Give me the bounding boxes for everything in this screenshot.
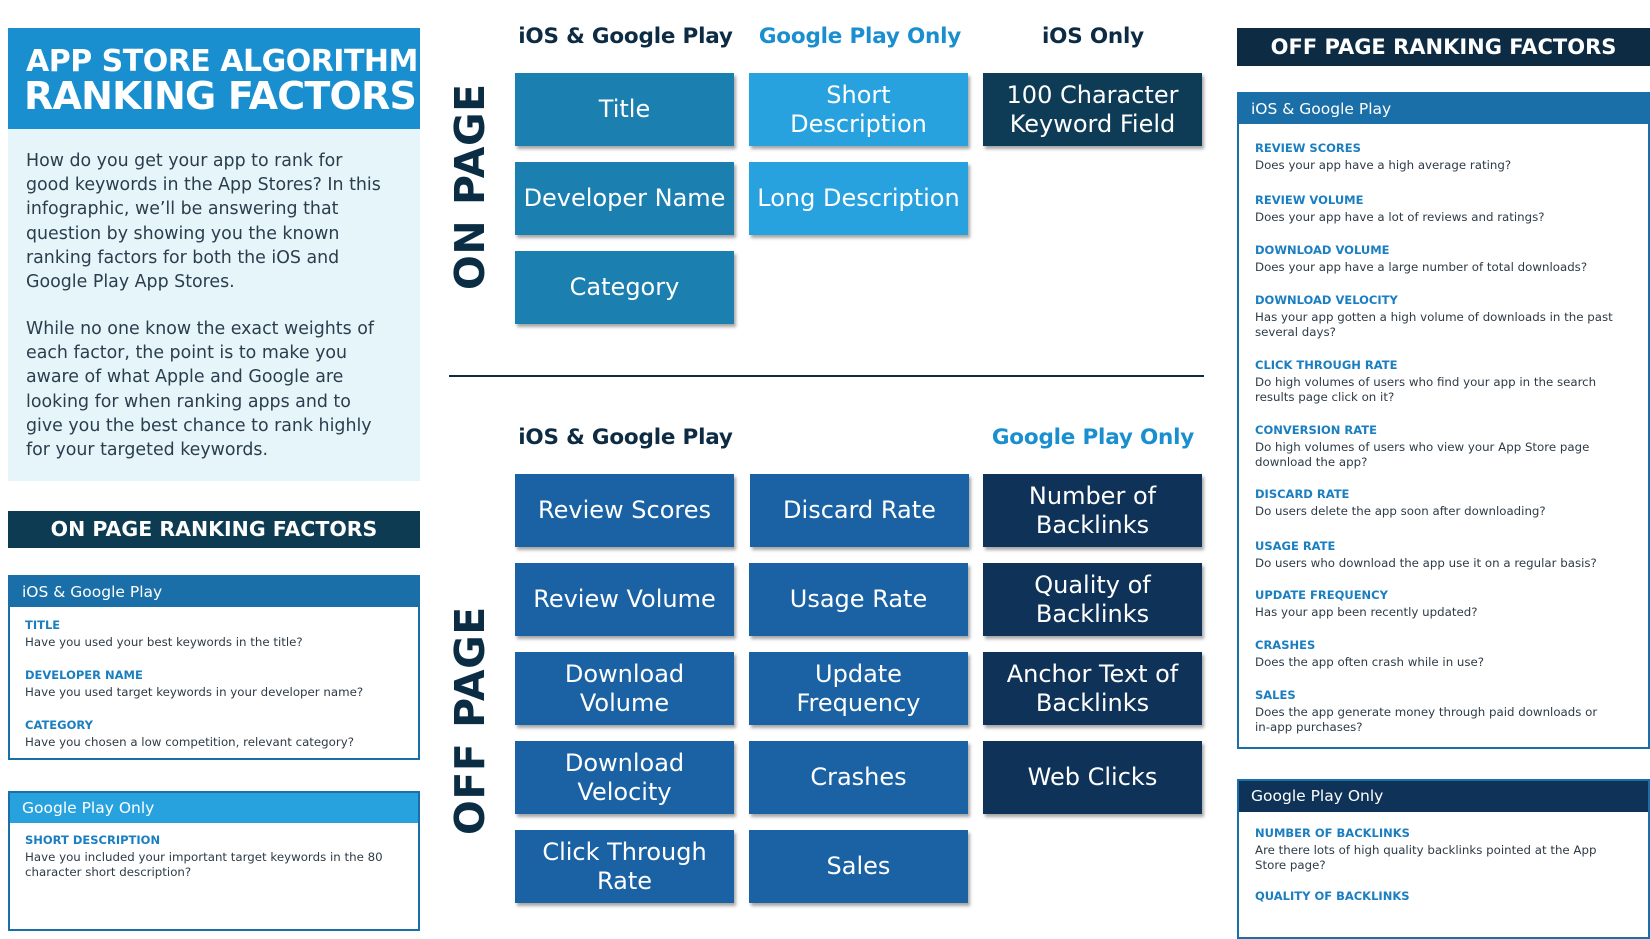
factor-title: USAGE RATE xyxy=(1255,539,1336,553)
panel-header: iOS & Google Play xyxy=(1239,94,1648,124)
on-page-panel-ios-google: iOS & Google Play TITLE Have you used yo… xyxy=(8,575,420,760)
off-page-panel-ios-google: iOS & Google Play REVIEW SCORES Does you… xyxy=(1237,92,1650,749)
tile-update-frequency: Update Frequency xyxy=(749,652,968,725)
factor-title: CONVERSION RATE xyxy=(1255,423,1377,437)
tile-keyword-field: 100 Character Keyword Field xyxy=(983,73,1202,146)
factor-title: CRASHES xyxy=(1255,638,1316,652)
factor-title: NUMBER OF BACKLINKS xyxy=(1255,826,1410,840)
tile-number-of-backlinks: Number of Backlinks xyxy=(983,474,1202,547)
tile-anchor-text: Anchor Text of Backlinks xyxy=(983,652,1202,725)
col-header-google-only: Google Play Only xyxy=(991,425,1195,450)
factor-title: REVIEW VOLUME xyxy=(1255,193,1364,207)
off-page-factors-heading: OFF PAGE RANKING FACTORS xyxy=(1237,28,1650,66)
factor-title: CATEGORY xyxy=(25,718,93,732)
off-page-panel-google-only: Google Play Only NUMBER OF BACKLINKS Are… xyxy=(1237,779,1650,939)
factor-title: DOWNLOAD VOLUME xyxy=(1255,243,1390,257)
factor-desc: Have you chosen a low competition, relev… xyxy=(25,735,354,749)
factor-title: QUALITY OF BACKLINKS xyxy=(1255,889,1410,903)
factor-title: DOWNLOAD VELOCITY xyxy=(1255,293,1398,307)
col-header-ios-only: iOS Only xyxy=(1042,24,1144,49)
intro-paragraph-1: How do you get your app to rank for good… xyxy=(26,151,381,293)
tile-download-volume: Download Volume xyxy=(515,652,734,725)
tile-web-clicks: Web Clicks xyxy=(983,741,1202,814)
on-page-label: ON PAGE xyxy=(446,83,494,290)
factor-title: DISCARD RATE xyxy=(1255,487,1350,501)
tile-long-description: Long Description xyxy=(749,162,968,235)
factor-desc: Have you used your best keywords in the … xyxy=(25,635,303,649)
factor-desc: Are there lots of high quality backlinks… xyxy=(1255,843,1597,872)
tile-crashes: Crashes xyxy=(749,741,968,814)
tile-title: Title xyxy=(515,73,734,146)
title-line-1: APP STORE ALGORITHM xyxy=(26,44,418,79)
factor-desc: Do high volumes of users who view your A… xyxy=(1255,440,1590,469)
factor-title: TITLE xyxy=(25,618,61,632)
panel-header: iOS & Google Play xyxy=(10,577,418,607)
factor-desc: Does the app often crash while in use? xyxy=(1255,655,1485,669)
tile-discard-rate: Discard Rate xyxy=(750,474,969,547)
on-page-panel-google-only: Google Play Only SHORT DESCRIPTION Have … xyxy=(8,791,420,931)
col-header-ios-google: iOS & Google Play xyxy=(518,425,733,450)
factor-desc: Have you used target keywords in your de… xyxy=(25,685,364,699)
on-page-factors-heading: ON PAGE RANKING FACTORS xyxy=(8,511,420,548)
factor-title: REVIEW SCORES xyxy=(1255,141,1361,155)
tile-sales: Sales xyxy=(749,830,968,903)
factor-desc: Do high volumes of users who find your a… xyxy=(1255,375,1597,404)
intro-paragraph-2: While no one know the exact weights of e… xyxy=(26,319,374,461)
tile-review-scores: Review Scores xyxy=(515,474,734,547)
factor-desc: Do users who download the app use it on … xyxy=(1255,556,1597,570)
factor-desc: Have you included your important target … xyxy=(25,850,383,879)
tile-quality-of-backlinks: Quality of Backlinks xyxy=(983,563,1202,636)
tile-click-through-rate: Click Through Rate xyxy=(515,830,734,903)
factor-title: CLICK THROUGH RATE xyxy=(1255,358,1398,372)
factor-desc: Has your app gotten a high volume of dow… xyxy=(1255,310,1613,339)
section-divider xyxy=(449,375,1204,377)
intro-box: How do you get your app to rank for good… xyxy=(8,129,420,481)
factor-title: SALES xyxy=(1255,688,1296,702)
factor-desc: Does the app generate money through paid… xyxy=(1255,705,1598,734)
factor-title: UPDATE FREQUENCY xyxy=(1255,588,1388,602)
factor-desc: Has your app been recently updated? xyxy=(1255,605,1478,619)
factor-desc: Does your app have a large number of tot… xyxy=(1255,260,1588,274)
tile-review-volume: Review Volume xyxy=(515,563,734,636)
tile-developer-name: Developer Name xyxy=(515,162,734,235)
factor-desc: Does your app have a high average rating… xyxy=(1255,158,1512,172)
factor-title: DEVELOPER NAME xyxy=(25,668,143,682)
off-page-label: OFF PAGE xyxy=(446,606,494,835)
col-header-ios-google: iOS & Google Play xyxy=(518,24,733,49)
tile-category: Category xyxy=(515,251,734,324)
factor-desc: Do users delete the app soon after downl… xyxy=(1255,504,1546,518)
tile-short-description: Short Description xyxy=(749,73,968,146)
panel-header: Google Play Only xyxy=(10,793,418,823)
infographic-title: APP STORE ALGORITHM RANKING FACTORS xyxy=(8,28,420,129)
factor-title: SHORT DESCRIPTION xyxy=(25,833,161,847)
tile-download-velocity: Download Velocity xyxy=(515,741,734,814)
factor-desc: Does your app have a lot of reviews and … xyxy=(1255,210,1545,224)
title-line-2: RANKING FACTORS xyxy=(24,74,417,118)
panel-header: Google Play Only xyxy=(1239,781,1648,812)
tile-usage-rate: Usage Rate xyxy=(749,563,968,636)
col-header-google-only: Google Play Only xyxy=(758,24,962,49)
